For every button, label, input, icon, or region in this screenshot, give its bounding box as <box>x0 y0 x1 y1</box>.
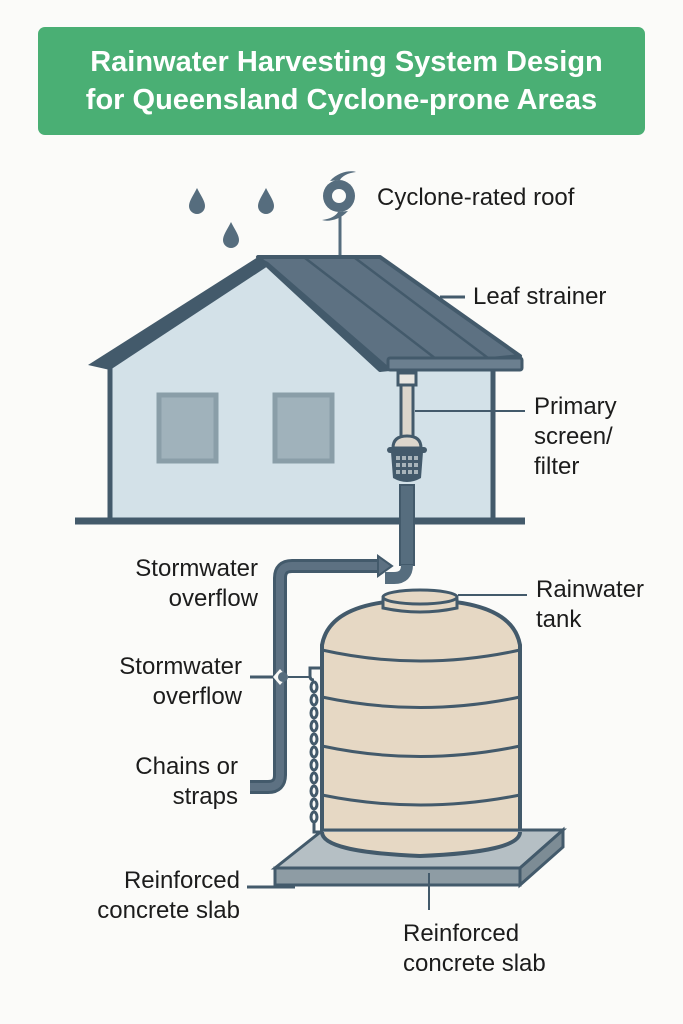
window <box>156 392 219 464</box>
label-text: concrete slab <box>403 950 546 977</box>
label-text: Leaf strainer <box>473 283 607 310</box>
concrete-slab <box>270 826 567 889</box>
label-text: straps <box>172 783 238 810</box>
chain-icon <box>308 666 322 834</box>
label-text: Cyclone-rated roof <box>377 184 575 211</box>
overflow-valve <box>250 669 310 685</box>
label-text: Stormwater <box>119 653 242 680</box>
label-rainwater-tank: Rainwater tank <box>536 575 644 635</box>
label-stormwater-overflow-top: Stormwater overflow <box>135 554 258 614</box>
label-text: Reinforced <box>123 867 240 894</box>
rainwater-tank <box>320 588 522 858</box>
title-line-1: Rainwater Harvesting System Design <box>90 46 603 78</box>
label-text: tank <box>536 606 582 633</box>
label-slab-bottom: Reinforced concrete slab <box>403 919 546 979</box>
label-text: Reinforced <box>403 920 520 947</box>
raindrop-icon <box>189 188 274 248</box>
label-text: overflow <box>168 585 258 612</box>
label-stormwater-overflow-mid: Stormwater overflow <box>119 652 242 712</box>
cyclone-icon <box>322 171 356 260</box>
title-line-2: for Queensland Cyclone-prone Areas <box>85 84 598 116</box>
leader-lines <box>247 295 527 910</box>
label-text: Primary <box>534 393 617 420</box>
label-leaf-strainer: Leaf strainer <box>473 282 606 312</box>
label-text: filter <box>534 453 580 480</box>
label-text: screen/ <box>534 423 613 450</box>
label-text: Rainwater <box>536 576 645 603</box>
label-text: overflow <box>152 683 242 710</box>
label-text: Chains or <box>135 753 238 780</box>
label-slab-left: Reinforced concrete slab <box>97 866 240 926</box>
mesh-filter-icon <box>387 434 427 482</box>
label-text: concrete slab <box>97 897 240 924</box>
label-chains-straps: Chains or straps <box>135 752 238 812</box>
label-text: Stormwater <box>135 555 258 582</box>
window <box>272 392 335 464</box>
label-primary-filter: Primary screen/ filter <box>534 392 617 482</box>
title-banner: Rainwater Harvesting System Design for Q… <box>38 27 645 135</box>
label-cyclone-roof: Cyclone-rated roof <box>377 183 574 213</box>
downpipe <box>385 371 418 584</box>
